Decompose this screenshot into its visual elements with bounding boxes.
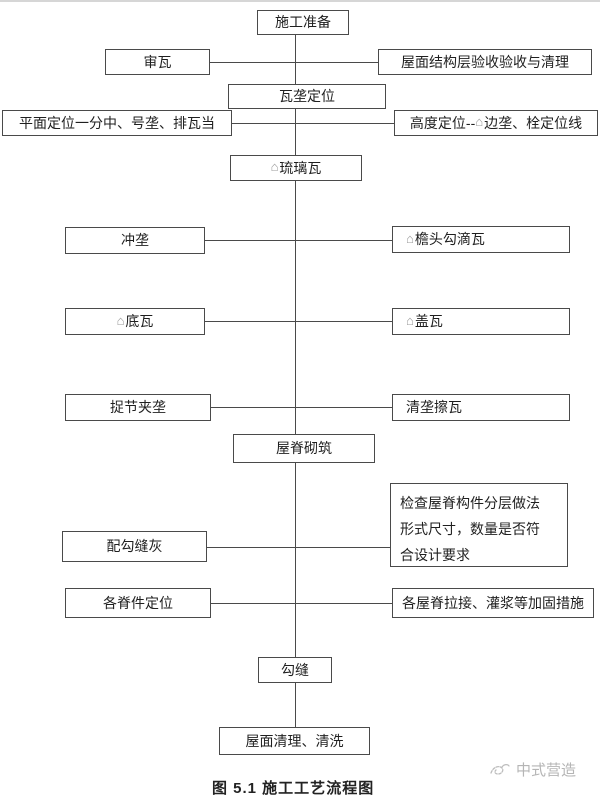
node-check-ridge-components: 检查屋脊构件分层做法形式尺寸，数量是否符合设计要求: [390, 483, 568, 567]
node-label-post: 边垄、栓定位线: [484, 114, 583, 131]
node-label-pre: 高度定位--: [409, 114, 476, 131]
figure-caption: 图 5.1 施工工艺流程图: [212, 780, 375, 797]
node-label: 檐头勾滴瓦: [414, 231, 485, 248]
node-label: 冲垄: [121, 232, 149, 249]
node-label: 勾缝: [281, 661, 309, 678]
connector-mid-down: [295, 181, 296, 434]
node-roof-structure-acceptance: 屋面结构层验收验收与清理: [378, 49, 592, 75]
node-zhuo-jie-jia-long: 捉节夹垄: [65, 394, 211, 421]
node-ridge-anchoring-grouting: 各屋脊拉接、灌浆等加固措施: [392, 588, 594, 618]
connector-prep-down: [295, 35, 296, 84]
node-prepare-jointing-mortar: 配勾缝灰: [62, 531, 207, 562]
connector-row5: [211, 407, 392, 408]
node-label: 捉节夹垄: [110, 399, 166, 416]
node-label: 屋面清理、清洗: [245, 732, 344, 749]
node-clean-ridge-wipe-tiles: 清垄擦瓦: [392, 394, 570, 421]
node-chong-long: 冲垄: [65, 227, 205, 254]
node-label: 平面定位一分中、号垄、排瓦当: [19, 114, 215, 131]
node-label: 审瓦: [143, 53, 172, 70]
node-eave-drip-tiles: ⌂檐头勾滴瓦: [392, 226, 570, 253]
connector-goufeng-down: [295, 683, 296, 727]
node-lay-glazed-tiles: ⌂琉璃瓦: [230, 155, 362, 181]
node-plane-positioning: 平面定位一分中、号垄、排瓦当: [2, 110, 232, 136]
house-glyph-icon: ⌂: [406, 312, 414, 328]
node-tile-inspection: 审瓦: [105, 49, 210, 75]
node-tile-ridge-positioning: 瓦垄定位: [228, 84, 386, 109]
connector-row6: [207, 547, 390, 548]
zhongshi-yingzao-logo-icon: [490, 763, 510, 775]
node-label: 琉璃瓦: [279, 159, 322, 176]
node-label: 清垄擦瓦: [406, 399, 462, 416]
house-glyph-icon: ⌂: [406, 230, 414, 246]
node-construction-preparation: 施工准备: [257, 10, 349, 35]
node-label: 底瓦: [125, 313, 154, 330]
connector-row7: [211, 603, 392, 604]
node-label: 检查屋脊构件分层做法形式尺寸，数量是否符合设计要求: [400, 495, 540, 563]
node-label: 各脊件定位: [103, 594, 173, 611]
watermark-label: 中式营造: [516, 762, 577, 779]
house-glyph-icon: ⌂: [116, 312, 125, 328]
node-roof-cleaning: 屋面清理、清洗: [219, 727, 370, 755]
node-cover-tiles: ⌂盖瓦: [392, 308, 570, 335]
node-label: 施工准备: [275, 14, 331, 31]
connector-row4: [205, 321, 392, 322]
watermark: 中式营造: [488, 759, 576, 780]
node-label: 屋脊砌筑: [276, 440, 332, 457]
node-ridge-masonry: 屋脊砌筑: [233, 434, 375, 463]
node-ridge-pieces-positioning: 各脊件定位: [65, 588, 211, 618]
connector-row2: [232, 123, 394, 124]
node-label: 瓦垄定位: [279, 88, 335, 105]
node-label: 屋面结构层验收验收与清理: [401, 53, 569, 70]
connector-row1: [210, 62, 378, 63]
node-jointing: 勾缝: [258, 657, 332, 683]
connector-row3: [205, 240, 392, 241]
node-label: 各屋脊拉接、灌浆等加固措施: [402, 594, 584, 611]
node-height-positioning: 高度定位--⌂边垄、栓定位线: [394, 110, 598, 136]
house-glyph-icon: ⌂: [475, 114, 484, 130]
house-glyph-icon: ⌂: [270, 159, 279, 175]
connector-walong-down: [295, 109, 296, 155]
node-label: 盖瓦: [414, 313, 443, 330]
connector-lower-down: [295, 463, 296, 657]
node-bottom-tiles: ⌂底瓦: [65, 308, 205, 335]
node-label: 配勾缝灰: [106, 538, 163, 555]
